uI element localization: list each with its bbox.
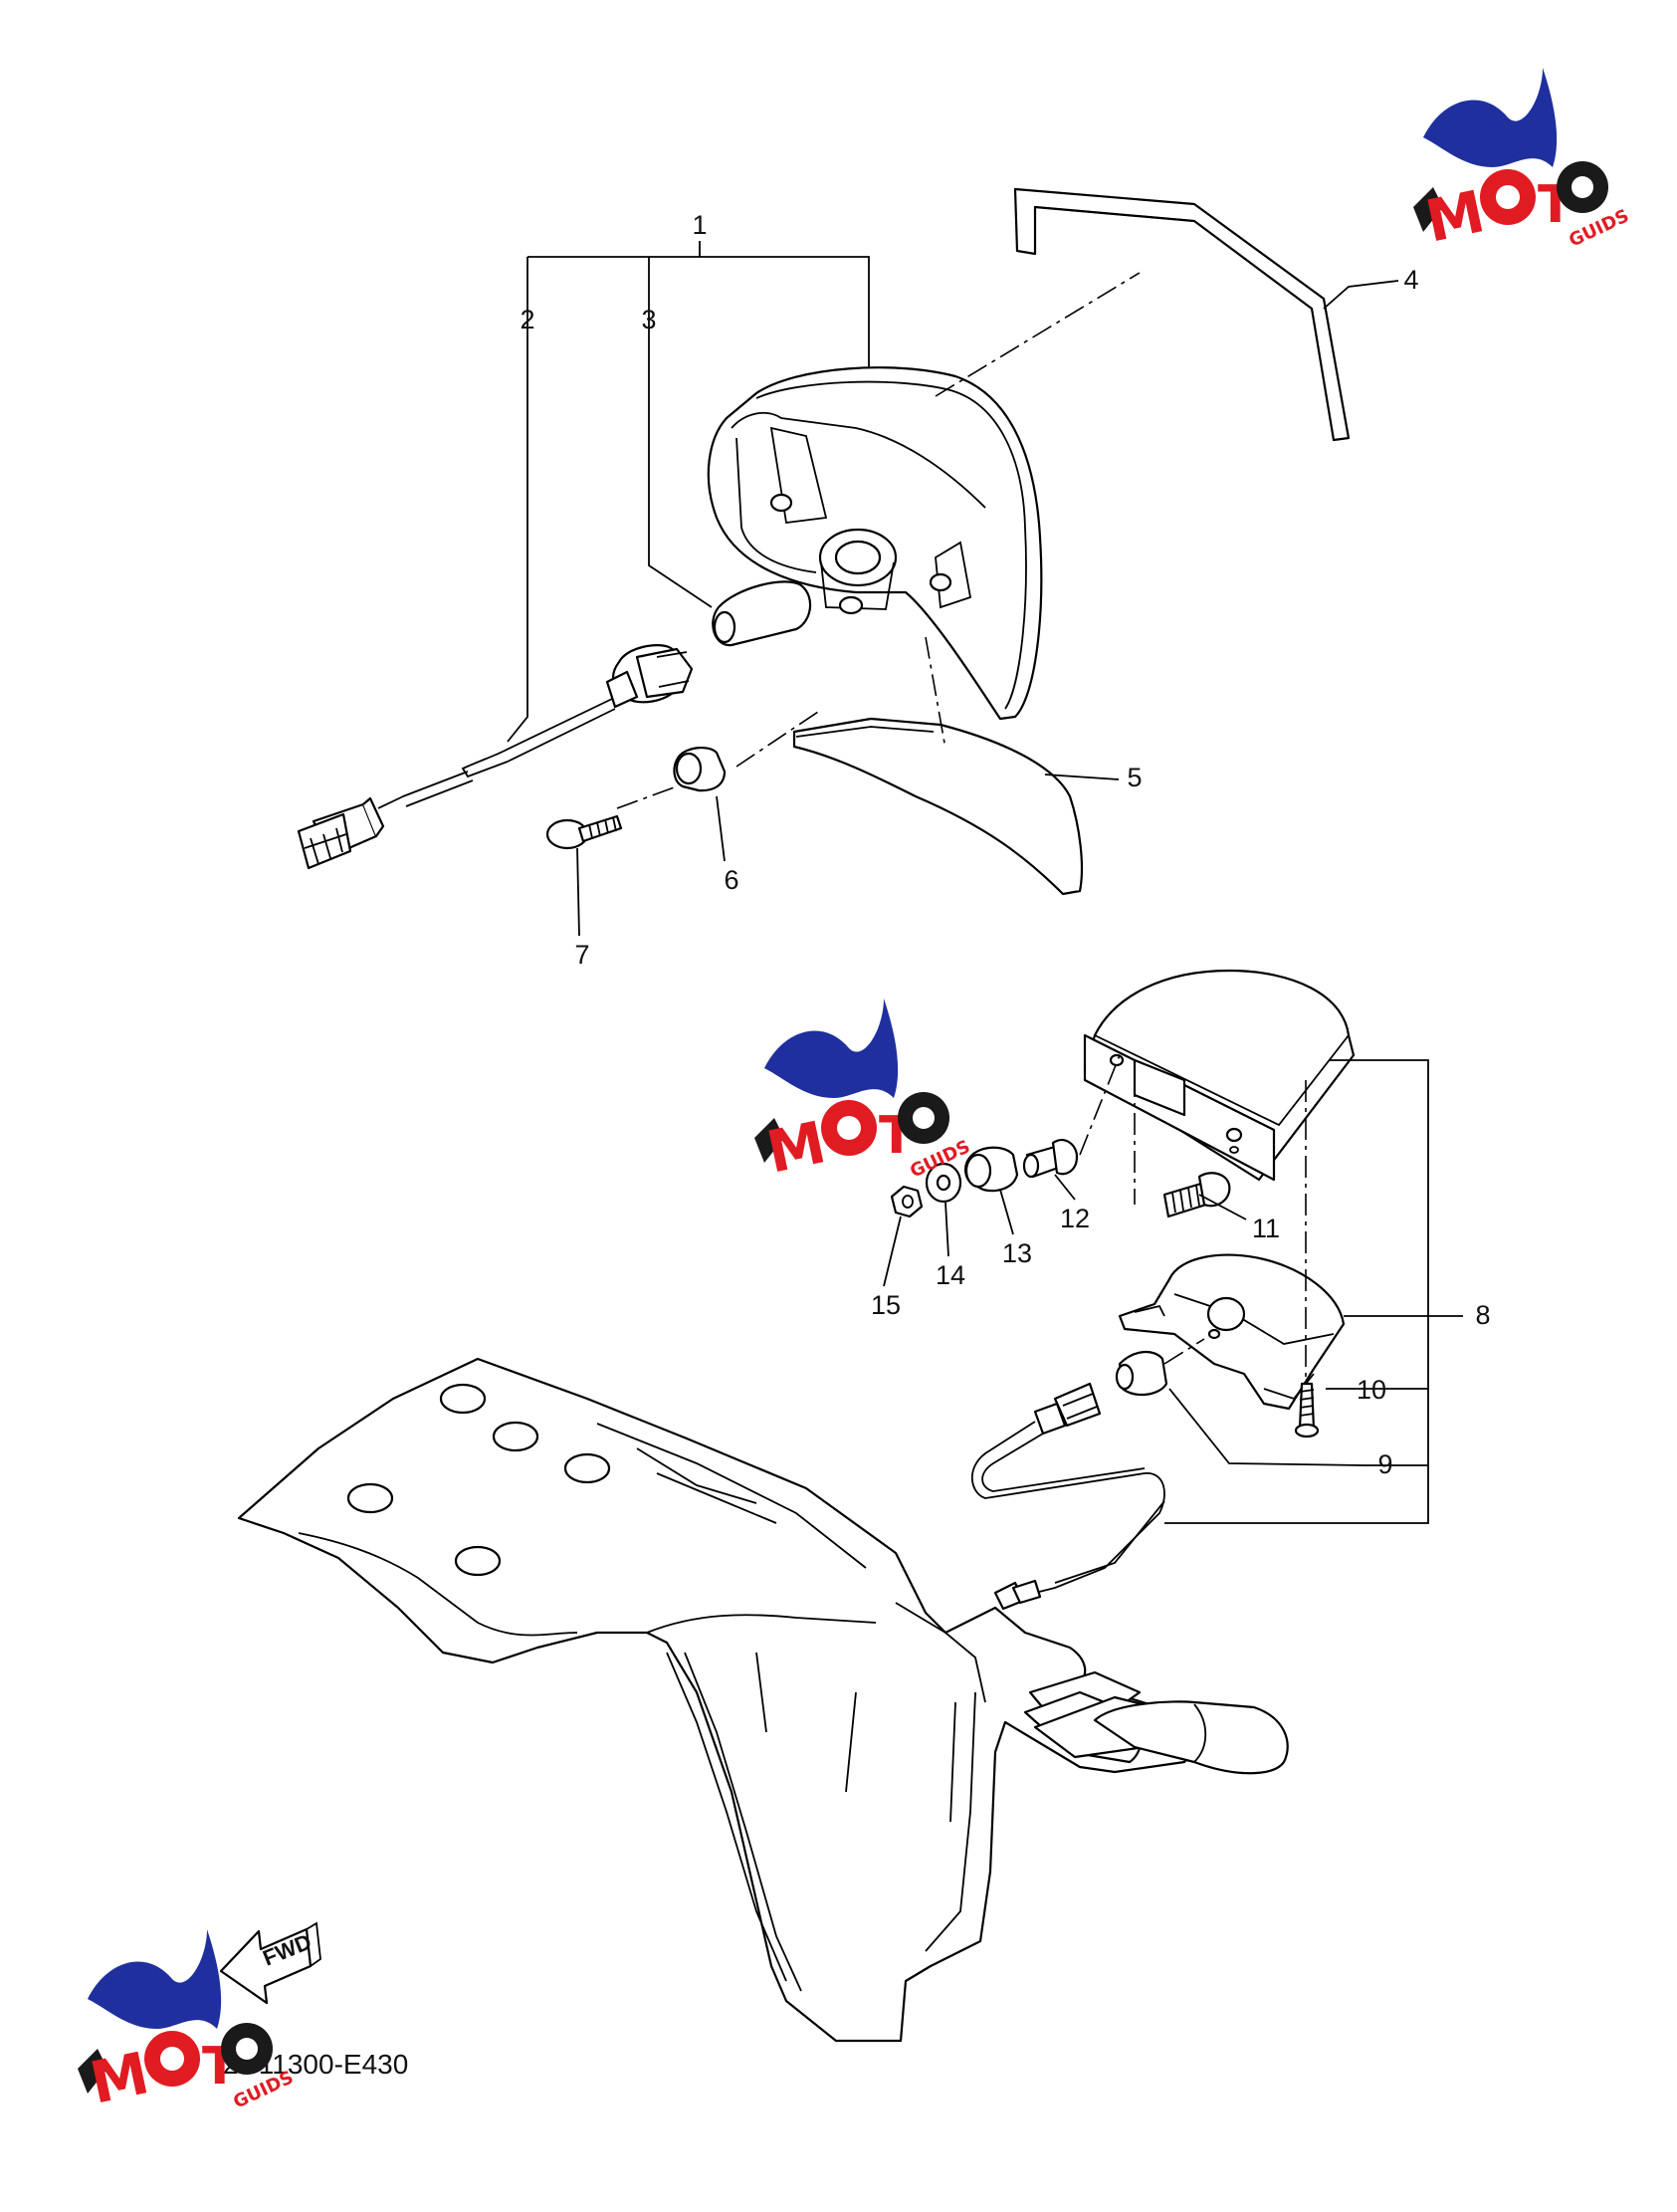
part-9-bulb-socket (970, 1351, 1168, 1611)
fender-hole (492, 1421, 539, 1452)
part-7-screw (545, 814, 623, 850)
svg-text:M: M (1420, 177, 1491, 256)
callout-13: 13 (1002, 1238, 1032, 1268)
callout-9: 9 (1377, 1449, 1392, 1479)
callout-15: 15 (871, 1290, 901, 1320)
callout-6: 6 (724, 865, 738, 895)
fwd-arrow-icon: FWD (219, 1921, 321, 2005)
callout-3: 3 (641, 305, 656, 334)
callout-labels: 1 2 3 4 5 6 7 8 9 10 11 12 13 14 15 (520, 210, 1490, 1479)
part-2-socket-cord (297, 644, 694, 870)
watermark-logo: M T GUIDS (78, 1929, 297, 2117)
svg-text:M: M (85, 2039, 155, 2117)
fender-hole (346, 1482, 394, 1514)
part-6-grommet (673, 747, 727, 792)
callout-7: 7 (574, 940, 589, 970)
part-5-lower-cover (792, 717, 1084, 896)
callout-10: 10 (1357, 1375, 1386, 1405)
rear-fender (237, 1357, 1289, 2043)
fender-hole (454, 1545, 502, 1577)
svg-text:M: M (761, 1108, 832, 1187)
fender-hole (563, 1452, 611, 1484)
callout-12: 12 (1060, 1204, 1090, 1233)
callout-4: 4 (1403, 265, 1418, 295)
part-13-grommet (964, 1146, 1019, 1193)
license-light-lens (1083, 969, 1356, 1182)
callout-8: 8 (1475, 1300, 1490, 1330)
callout-2: 2 (520, 305, 534, 334)
callout-14: 14 (936, 1260, 965, 1290)
svg-text:GUIDS: GUIDS (1566, 205, 1632, 251)
part-12-collar (1022, 1139, 1079, 1179)
license-light-assembly (883, 969, 1463, 1611)
tail-light-assembly (297, 187, 1399, 937)
part-11-screw (1162, 1172, 1231, 1218)
part-4-cover-strip (1013, 187, 1351, 442)
callout-5: 5 (1127, 763, 1142, 792)
callout-1: 1 (692, 210, 707, 240)
fender-hole (439, 1383, 487, 1415)
watermark-logo: M T GUIDS (754, 998, 973, 1187)
callout-11: 11 (1252, 1214, 1280, 1243)
turn-signal (1093, 1700, 1289, 1775)
watermark-logo: M T GUIDS (1413, 68, 1632, 256)
part-15-nut (890, 1185, 924, 1218)
part-14-washer (925, 1162, 962, 1204)
part-8-license-light-housing (1118, 1253, 1346, 1411)
part-10-screw (1294, 1382, 1320, 1438)
